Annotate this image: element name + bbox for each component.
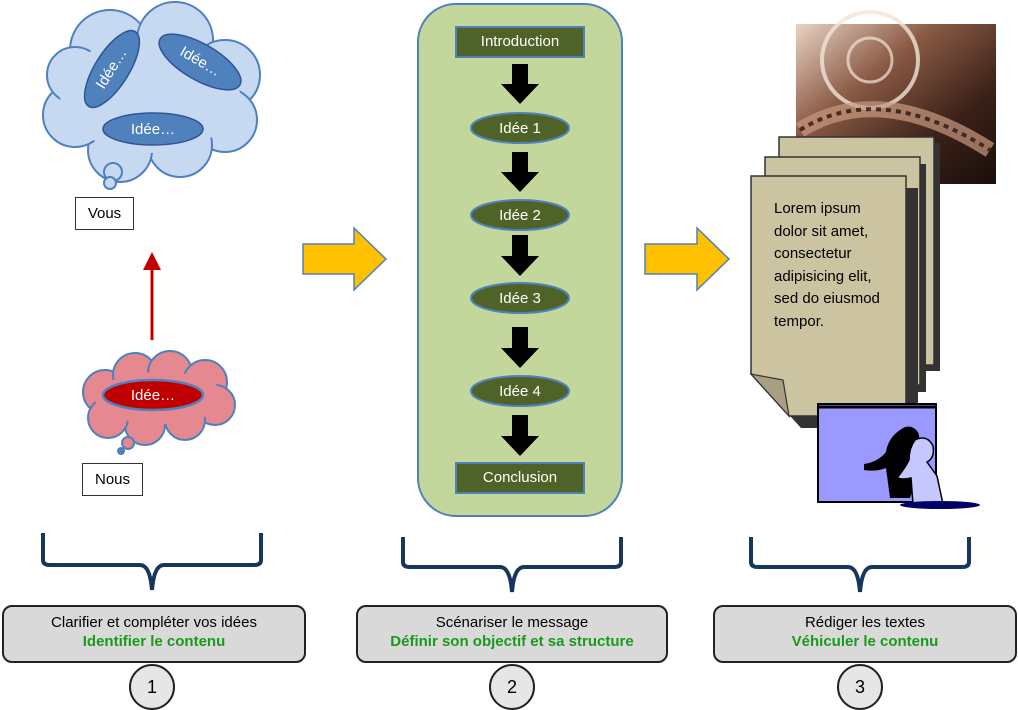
- document-stack: [749, 136, 940, 428]
- orange-arrow-1: [302, 226, 388, 292]
- flow-step-idea-1: Idée 1: [470, 112, 570, 144]
- label-vous: Vous: [75, 197, 134, 230]
- svg-text:Idée 3: Idée 3: [499, 290, 541, 307]
- orange-arrow-2: [644, 226, 731, 292]
- flow-step-introduction: Introduction: [455, 26, 585, 58]
- svg-text:Conclusion: Conclusion: [483, 469, 557, 486]
- down-arrow-3: [501, 235, 539, 276]
- step-number-3: 3: [837, 664, 883, 710]
- idea-bubble-blue-3: Idée…: [102, 112, 204, 146]
- step-box-3: Rédiger les textes Véhiculer le contenu: [713, 605, 1017, 663]
- document-text: Lorem ipsum dolor sit amet, consectetur …: [774, 200, 880, 330]
- step-1-title: Clarifier et compléter vos idées: [51, 614, 257, 631]
- svg-text:Introduction: Introduction: [481, 33, 559, 50]
- down-arrow-2: [501, 152, 539, 192]
- step-1-subtitle: Identifier le contenu: [82, 633, 226, 650]
- down-arrow-5: [501, 415, 539, 456]
- step-number-1: 1: [129, 664, 175, 710]
- bracket-2: [401, 537, 623, 593]
- step-2-title: Scénariser le message: [435, 614, 589, 631]
- red-up-arrow: [143, 252, 161, 340]
- flow-step-idea-4: Idée 4: [470, 375, 570, 407]
- svg-text:Idée 4: Idée 4: [499, 383, 541, 400]
- label-nous: Nous: [82, 463, 143, 496]
- svg-text:Idée 1: Idée 1: [499, 120, 541, 137]
- flow-step-conclusion: Conclusion: [455, 462, 585, 494]
- bracket-3: [749, 537, 971, 593]
- idea-bubble-blue-2: Idée…: [158, 33, 242, 91]
- step-3-subtitle: Véhiculer le contenu: [791, 633, 939, 650]
- flow-step-idea-3: Idée 3: [470, 282, 570, 314]
- presentation-clipart: [817, 403, 980, 509]
- bracket-1: [41, 533, 263, 591]
- svg-text:Idée…: Idée…: [131, 387, 175, 404]
- svg-text:Idée…: Idée…: [131, 121, 175, 138]
- step-2-subtitle: Définir son objectif et sa structure: [390, 633, 634, 650]
- flow-step-idea-2: Idée 2: [470, 199, 570, 231]
- step-box-1: Clarifier et compléter vos idées Identif…: [2, 605, 306, 663]
- idea-bubble-blue-1: Idée…: [83, 29, 141, 109]
- step-3-title: Rédiger les textes: [804, 614, 926, 631]
- blue-thought-cloud: [42, 1, 261, 190]
- idea-bubble-red: Idée…: [101, 378, 205, 412]
- svg-text:Idée 2: Idée 2: [499, 207, 541, 224]
- down-arrow-4: [501, 327, 539, 368]
- step-box-2: Scénariser le message Définir son object…: [356, 605, 668, 663]
- down-arrow-1: [501, 64, 539, 104]
- step-number-2: 2: [489, 664, 535, 710]
